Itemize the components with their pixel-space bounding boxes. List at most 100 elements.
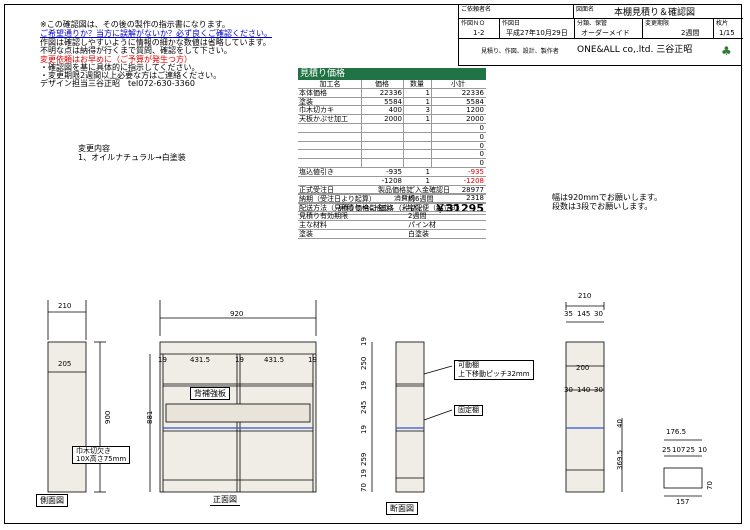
estimate-cell: 1 [425,115,430,124]
estimate-cell: 22336 [461,88,484,97]
dim-side-inner: 205 [58,360,72,368]
dim-front-height: 881 [146,410,154,424]
dim-sec-b: 19 [360,381,368,390]
side-note-1: 幅は920mmでお願いします。 [552,193,663,202]
spec-row: 見積り有効期限 2週間 [298,212,486,222]
estimate-cell: 塩込値引き [299,167,334,176]
estimate-cell: 2000 [466,115,484,124]
estimate-cell: 1 [425,167,430,176]
dim-front-width: 920 [230,310,244,318]
estimate-cell: 1 [425,97,430,106]
grand-total-label: 見積り合計価格（税込） [338,204,426,214]
dim-top-c: 30 [594,310,603,318]
tax: 2318 [466,194,484,203]
dim-top-b: 145 [577,310,591,318]
dim-baseboard-height: 70 [706,481,714,490]
estimate-row: 0 [298,142,486,151]
grand-total: ￥31295 [434,203,484,215]
dim-front-inner-2: 431.5 [264,356,285,364]
header-qty: 数量 [410,80,424,88]
date-label: 作図日 [502,20,521,27]
estimate-cell: -1208 [381,176,402,185]
company-name: ONE&ALL co,.ltd. 三谷正昭 [577,45,693,55]
section-view-label: 断面図 [386,502,418,515]
note-line-1: ※この確認図は、その後の製作の指示書になります。 [40,20,230,29]
estimate-cell: 1 [425,176,430,185]
note-line-3: 作図は確認しやすいように情報の細かな数値は省略しています。 [40,38,271,47]
header-process: 加工名 [319,80,341,88]
estimate-cell: 400 [388,106,402,115]
note-line-6: ・確認図を基に具体的に指示してください。 [40,63,200,72]
note-line-7: ・変更期限2週間以上必要な方はご連絡ください。 [40,71,222,80]
customer-label: ご依頼者名 [461,6,492,13]
estimate-cell: -935 [468,167,484,176]
note-line-4: 不明な点は納得が行くまで質問、確認をして下さい。 [40,46,232,55]
baseboard-label-2: 10X高さ75mm [76,455,127,463]
drawing-no: 1-2 [473,29,485,37]
estimate-header-row: 加工名 価格 数量 小計 [298,80,486,89]
note-line-2: ご希望通りか？当方に誤解がないか？必ず良くご確認ください。 [40,29,272,38]
category-label: 分類、保管 [577,20,608,27]
estimate-title: 見積り価格 [298,68,486,80]
dim-sec-top: 19 [360,337,368,346]
deadline: 2週間 [681,29,700,37]
side-view-label: 側面図 [36,494,68,507]
spec-row: 正式受注日 ご入金確認日 [298,186,486,195]
change-item-1: 1、オイルナチュラル→白塗装 [78,153,186,162]
spec-value: パイン材 [408,221,436,230]
dim-baseboard-width: 176.5 [666,428,687,436]
sheets-label: 枚片 [716,20,729,27]
sheets: 1/15 [719,29,735,37]
spec-key: 納期（受注日より起算） [299,194,376,203]
dim-board-2: 19 [235,356,244,364]
dim-sec-d: 19 [360,425,368,434]
movable-shelf-label: 可動棚 上下移動ピッチ32mm [454,360,534,380]
drawing-name-label: 図面名 [576,6,595,13]
dim-mid-c: 30 [594,386,603,394]
estimate-cell: -1208 [463,176,484,185]
header-price: 価格 [375,80,389,88]
spec-value: 宅配便（組立式） [408,203,464,212]
dim-side-depth: 210 [58,302,72,310]
sheet-border [4,4,742,524]
drawing-name: 本棚見積り＆確認図 [614,8,696,18]
estimate-row: -1208 1 -1208 [298,177,486,186]
dim-board-3: 19 [308,356,317,364]
spec-value: 2週間 [408,212,427,221]
estimate-row: 0 [298,150,486,160]
spec-row: 納期（受注日より起算）約6週間 [298,195,486,204]
spec-key: 見積り有効期限 [299,212,348,221]
movable-shelf-label-1: 可動棚 [458,361,479,369]
dim-baseboard-a: 25 [662,446,671,454]
front-view-label: 正面図 [210,494,240,506]
deadline-label: 変更期限 [645,20,670,27]
estimate-cell: 0 [479,123,484,132]
note-line-5: 変更依頼はお早めに（ご予算が発生つ方） [40,55,192,64]
estimate-cell: 0 [479,141,484,150]
grand-total-row: 見積り合計価格（税込） ￥31295 [298,203,486,216]
estimate-cell: 天板かぶせ加工 [299,115,348,124]
baseboard-label: 巾木切欠き 10X高さ75mm [72,446,131,464]
dim-mid-width: 200 [576,364,590,372]
spec-key: 塗装 [299,229,313,238]
dim-board-1: 19 [158,356,167,364]
spec-value: ご入金確認日 [408,186,450,194]
estimate-cell: 0 [479,150,484,159]
dim-baseboard-d: 10 [698,446,707,454]
dim-height-40: 40 [616,419,624,428]
estimate-cell: -935 [386,167,402,176]
dim-mid-b: 140 [577,386,591,394]
estimate-cell: 本体価格 [299,88,327,97]
spec-key: 正式受注日 [299,186,334,194]
estimate-cell: 1 [425,88,430,97]
header-subtotal: 小計 [451,80,465,88]
spec-row: 塗装白塗装 [298,230,486,239]
estimate-cell: 塗装 [299,97,313,106]
baseboard-label-1: 巾木切欠き [76,447,111,455]
